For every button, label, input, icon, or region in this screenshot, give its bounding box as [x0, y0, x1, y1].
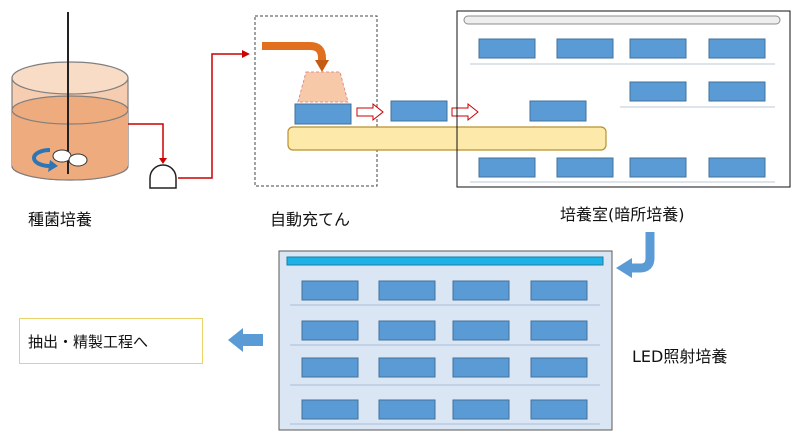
- flow-arrow-icon: [451, 102, 479, 122]
- seed-culture-tank: [11, 61, 129, 181]
- rotation-arrow-icon: [32, 148, 58, 172]
- pump-icon: [149, 164, 177, 189]
- led-trays: [301, 280, 588, 420]
- transfer-pipe: [128, 50, 250, 179]
- filling-station-frame: [254, 15, 378, 187]
- tray-on-conveyor: [390, 100, 448, 122]
- culture-room-frame: [456, 10, 791, 188]
- filling-arrow-head: [315, 60, 329, 72]
- stirrer-blades: [52, 149, 88, 167]
- auto-filling-label: 自動充てん: [270, 210, 351, 229]
- tray-on-conveyor: [294, 103, 352, 125]
- filling-arrow-icon: [262, 42, 326, 62]
- led-culture-label: LED照射培養: [632, 347, 728, 366]
- conveyor-belt: [287, 126, 607, 151]
- flow-arrow-icon: [356, 102, 384, 122]
- next-step-label: 抽出・精製工程へ: [28, 333, 149, 351]
- culture-room-shelves: [470, 63, 775, 183]
- flow-arrow-icon: [630, 232, 655, 273]
- next-step-box: 抽出・精製工程へ: [19, 318, 203, 364]
- flow-arrow-head: [616, 258, 632, 278]
- culture-room-trays: [478, 38, 766, 178]
- culture-room-label: 培養室(暗所培養): [560, 205, 685, 224]
- led-light-bar: [286, 256, 604, 266]
- seed-culture-label: 種菌培養: [28, 210, 93, 229]
- culture-room-ceiling: [463, 15, 781, 25]
- flow-arrow-icon: [228, 328, 263, 352]
- tray-on-conveyor: [529, 100, 587, 122]
- led-shelves: [290, 304, 600, 425]
- filling-nozzle: [297, 71, 349, 103]
